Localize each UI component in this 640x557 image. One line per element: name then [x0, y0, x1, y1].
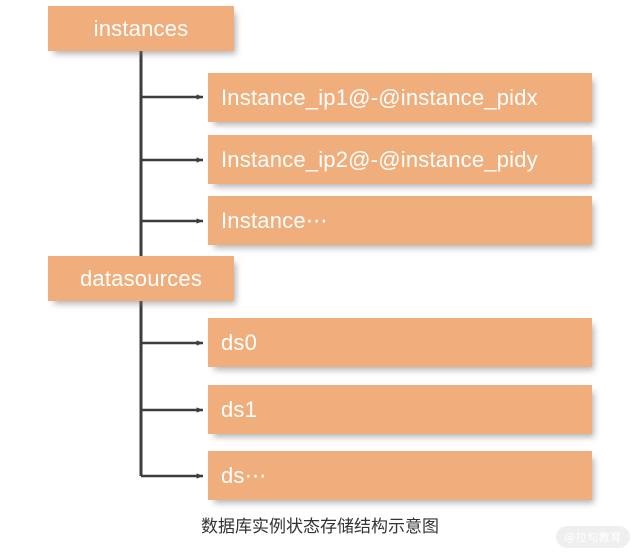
node-instance-pidx-label: Instance_ip1@-@instance_pidx — [221, 84, 538, 110]
node-instance-more[interactable]: Instance⋯ — [208, 196, 592, 245]
node-ds1-label: ds1 — [221, 396, 258, 422]
node-ds1[interactable]: ds1 — [208, 385, 592, 434]
node-datasources[interactable]: datasources — [48, 256, 234, 301]
watermark-badge: @拉勾教育 — [556, 526, 630, 548]
node-ds-more-label: ds⋯ — [221, 462, 267, 488]
node-ds0-label: ds0 — [221, 329, 258, 355]
diagram-caption: 数据库实例状态存储结构示意图 — [201, 517, 439, 537]
node-ds-more[interactable]: ds⋯ — [208, 451, 592, 500]
node-datasources-label: datasources — [79, 265, 203, 291]
node-instance-pidx[interactable]: Instance_ip1@-@instance_pidx — [208, 73, 592, 122]
node-instance-pidy[interactable]: Instance_ip2@-@instance_pidy — [208, 135, 592, 184]
node-instances-label: instances — [93, 15, 189, 41]
node-instances[interactable]: instances — [48, 6, 234, 51]
node-ds0[interactable]: ds0 — [208, 318, 592, 367]
node-instance-more-label: Instance⋯ — [221, 207, 328, 233]
node-instance-pidy-label: Instance_ip2@-@instance_pidy — [221, 146, 538, 172]
